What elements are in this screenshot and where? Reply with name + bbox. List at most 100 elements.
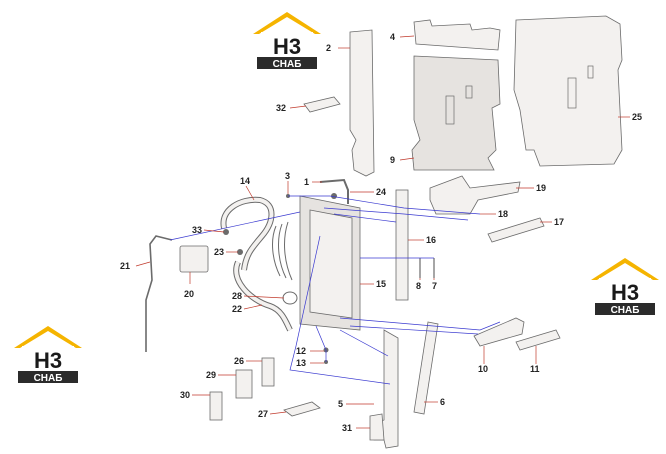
part-label-23: 23: [214, 247, 224, 257]
part-2-shape: [349, 29, 375, 177]
part-label-8: 8: [416, 281, 421, 291]
brand-logo-top: H3 СНАБ: [253, 12, 321, 70]
part-label-33: 33: [192, 225, 202, 235]
part-9-slot: [465, 85, 473, 99]
assembly-line: [323, 207, 469, 221]
leader-line: [269, 411, 287, 415]
part-label-3: 3: [285, 171, 290, 181]
leader-line: [135, 261, 151, 267]
part-30-shape: [209, 391, 223, 421]
leader-line: [243, 304, 263, 310]
part-23-shape: [237, 249, 243, 255]
logo-word: СНАБ: [273, 59, 302, 70]
part-17-shape: [487, 217, 545, 243]
part-25-slot: [587, 65, 594, 79]
logo-letters: H3: [273, 34, 301, 59]
part-10-shape: [473, 317, 525, 347]
part-14-inner: [221, 197, 274, 271]
part-22-inner: [234, 261, 292, 331]
assembly-line: [339, 329, 389, 357]
part-label-14: 14: [240, 176, 250, 186]
logo-roof: [14, 326, 82, 348]
leader-lines: [135, 35, 630, 429]
part-32-shape: [303, 96, 341, 113]
part-label-1: 1: [304, 177, 309, 187]
part-label-19: 19: [536, 183, 546, 193]
leader-line: [399, 35, 415, 38]
part-4-shape: [413, 19, 501, 51]
leader-line: [243, 295, 285, 299]
part-27-shape: [283, 401, 321, 417]
part-label-29: 29: [206, 370, 216, 380]
part-29-shape: [235, 369, 253, 399]
part-label-25: 25: [632, 112, 642, 122]
brand-logo-right: H3 СНАБ: [591, 258, 659, 316]
part-label-31: 31: [342, 423, 352, 433]
assembly-line: [169, 211, 301, 241]
part-label-21: 21: [120, 261, 130, 271]
part-label-11: 11: [530, 364, 540, 374]
assembly-line: [289, 235, 391, 385]
part-31-shape: [369, 413, 385, 441]
part-16-shape: [395, 189, 409, 301]
part-label-24: 24: [376, 187, 386, 197]
leader-line: [245, 185, 255, 201]
part-label-16: 16: [426, 235, 436, 245]
leader-line: [203, 229, 225, 233]
logo-word: СНАБ: [611, 305, 640, 316]
logo-roof: [591, 258, 659, 280]
part-label-22: 22: [232, 304, 242, 314]
assembly-lines: [169, 195, 501, 385]
part-label-6: 6: [440, 397, 445, 407]
assembly-line: [333, 213, 397, 223]
logo-plate: [257, 57, 317, 69]
part-label-9: 9: [390, 155, 395, 165]
part-label-5: 5: [338, 399, 343, 409]
part-19-shape: [429, 175, 521, 215]
part-11-shape: [515, 329, 561, 351]
part-9-shape: [411, 55, 501, 171]
part-label-20: 20: [184, 289, 194, 299]
part-15-core: [309, 209, 353, 319]
assembly-line: [339, 317, 501, 331]
part-25-slot: [567, 77, 577, 109]
part-26-shape: [261, 357, 275, 387]
part-label-7: 7: [432, 281, 437, 291]
part-33-shape: [223, 229, 229, 235]
logo-letters: H3: [34, 348, 62, 373]
part-label-28: 28: [232, 291, 242, 301]
part-6-shape: [413, 321, 439, 415]
leader-line: [399, 157, 415, 161]
logo-plate: [18, 371, 78, 383]
logo-body: [22, 346, 74, 372]
radiator-fins: [272, 221, 293, 281]
assembly-line: [349, 325, 479, 335]
part-number-labels: 2 32 4 9 25 1 3 14 24 19 18 17 16 33 23 …: [120, 32, 642, 433]
logo-roof: [253, 12, 321, 34]
part-label-27: 27: [258, 409, 268, 419]
logo-body: [261, 32, 313, 58]
part-label-10: 10: [478, 364, 488, 374]
part-20-shape: [179, 245, 209, 273]
part-label-17: 17: [554, 217, 564, 227]
part-24-shape: [331, 193, 337, 199]
part-label-18: 18: [498, 209, 508, 219]
part-label-32: 32: [276, 103, 286, 113]
part-label-12: 12: [296, 346, 306, 356]
logo-word: СНАБ: [34, 373, 63, 384]
part-label-15: 15: [376, 279, 386, 289]
part-21-shape: [145, 235, 173, 352]
part-1-shape: [319, 178, 349, 204]
part-28-shape: [282, 291, 298, 305]
part-label-13: 13: [296, 358, 306, 368]
brand-logo-left: H3 СНАБ: [14, 326, 82, 384]
part-label-30: 30: [180, 390, 190, 400]
logo-plate: [595, 303, 655, 315]
logo-letters: H3: [611, 280, 639, 305]
part-label-2: 2: [326, 43, 331, 53]
part-9-slot: [445, 95, 455, 125]
logo-body: [599, 278, 651, 304]
part-label-26: 26: [234, 356, 244, 366]
assembly-line: [315, 325, 327, 362]
